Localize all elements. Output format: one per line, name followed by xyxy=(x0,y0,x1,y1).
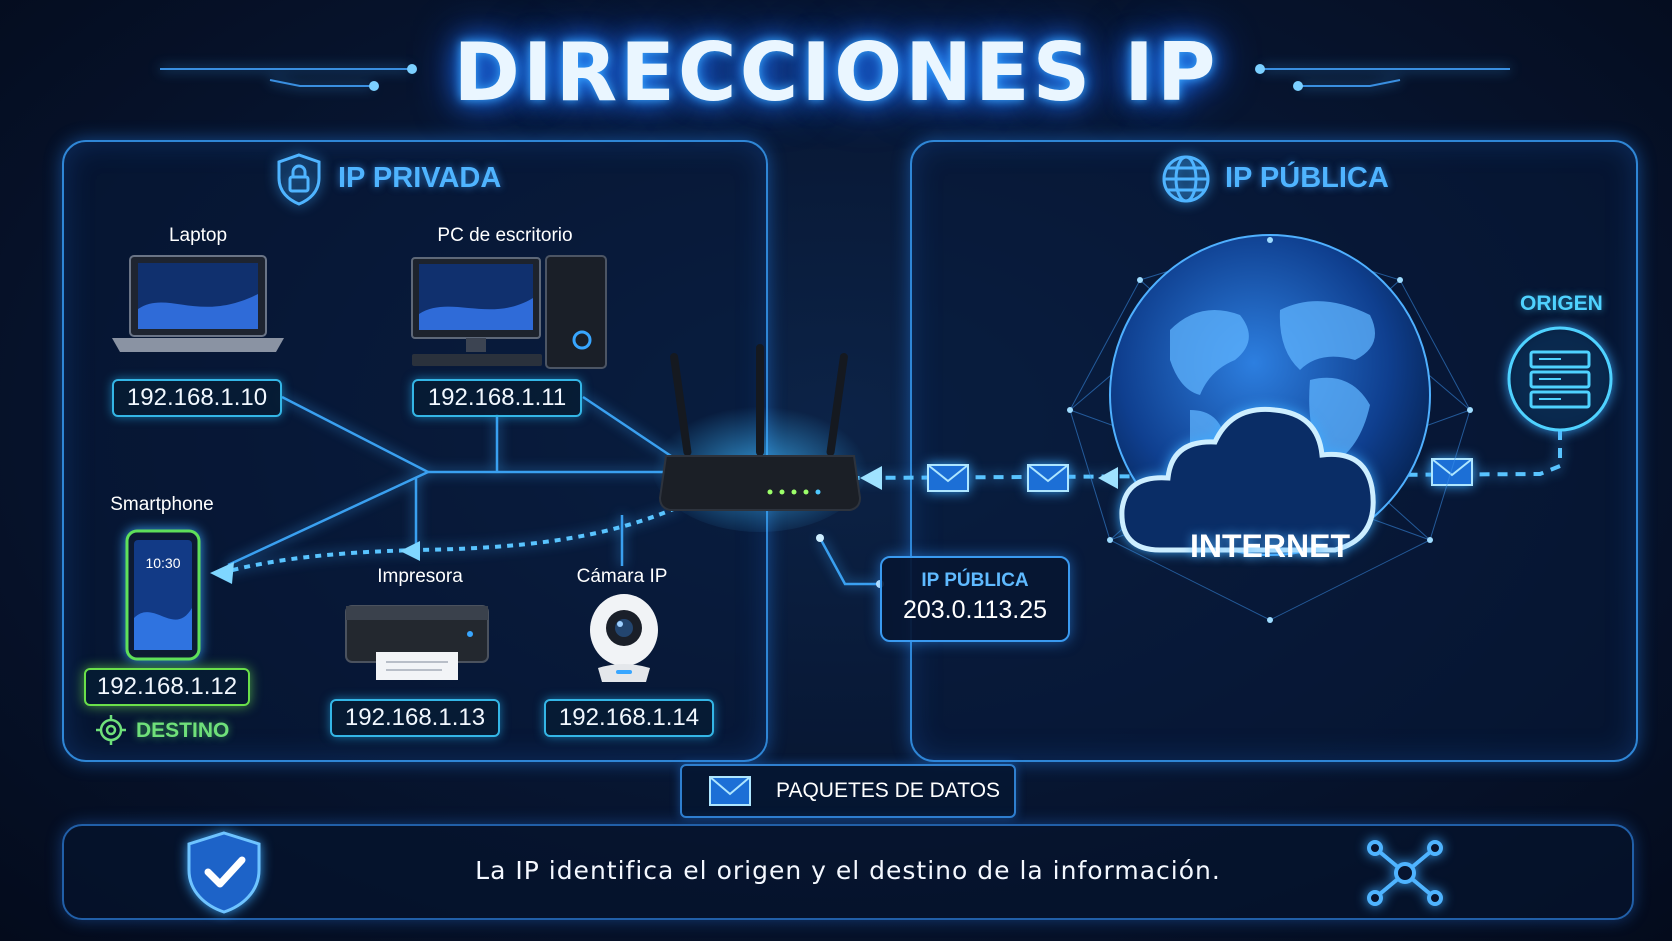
router-public-ip-box: IP PÚBLICA 203.0.113.25 xyxy=(880,556,1070,642)
footer: La IP identifica el origen y el destino … xyxy=(62,824,1634,920)
globe-icon xyxy=(1162,155,1210,203)
internet-label: INTERNET xyxy=(1190,528,1350,564)
smartphone-icon: 10:30 xyxy=(125,529,201,661)
device-label-camera: Cámara IP xyxy=(576,566,668,587)
legend: PAQUETES DE DATOS xyxy=(680,764,1016,818)
envelope-icon xyxy=(709,776,751,806)
phone-screen-time: 10:30 xyxy=(145,555,180,571)
legend-label: PAQUETES DE DATOS xyxy=(776,779,1001,802)
ip-smartphone: 192.168.1.12 xyxy=(84,668,250,706)
router-icon xyxy=(652,344,868,532)
printer-icon xyxy=(345,605,489,680)
shield-lock-icon xyxy=(277,153,321,206)
laptop-icon xyxy=(112,255,284,352)
page-title: DIRECCIONES IP xyxy=(453,26,1219,119)
device-label-desktop: PC de escritorio xyxy=(437,225,573,246)
desktop-icon xyxy=(411,255,607,369)
server-icon xyxy=(1507,326,1613,432)
destination-label: DESTINO xyxy=(136,719,230,742)
origin-label: ORIGEN xyxy=(1520,292,1603,315)
shield-check-icon xyxy=(187,831,261,914)
router-public-ip-label: IP PÚBLICA xyxy=(921,570,1029,591)
device-label-printer: Impresora xyxy=(377,566,463,587)
ip-printer: 192.168.1.13 xyxy=(330,699,500,737)
internet-globe xyxy=(1067,234,1473,623)
ip-desktop: 192.168.1.11 xyxy=(412,379,582,417)
footer-text: La IP identifica el origen y el destino … xyxy=(475,856,1221,885)
public-panel-title: IP PÚBLICA xyxy=(1225,162,1389,194)
private-panel-title: IP PRIVADA xyxy=(338,162,502,194)
envelope-icon xyxy=(1431,458,1473,486)
ip-laptop: 192.168.1.10 xyxy=(112,379,282,417)
network-icon xyxy=(1367,840,1443,906)
envelope-icon xyxy=(1027,464,1069,492)
camera-icon xyxy=(590,594,658,682)
ip-camera: 192.168.1.14 xyxy=(544,699,714,737)
envelope-icon xyxy=(927,464,969,492)
target-icon xyxy=(96,715,126,745)
router-public-ip-value: 203.0.113.25 xyxy=(902,596,1048,624)
title-decoration xyxy=(160,64,1510,91)
device-label-smartphone: Smartphone xyxy=(110,494,214,515)
device-label-laptop: Laptop xyxy=(168,225,228,246)
